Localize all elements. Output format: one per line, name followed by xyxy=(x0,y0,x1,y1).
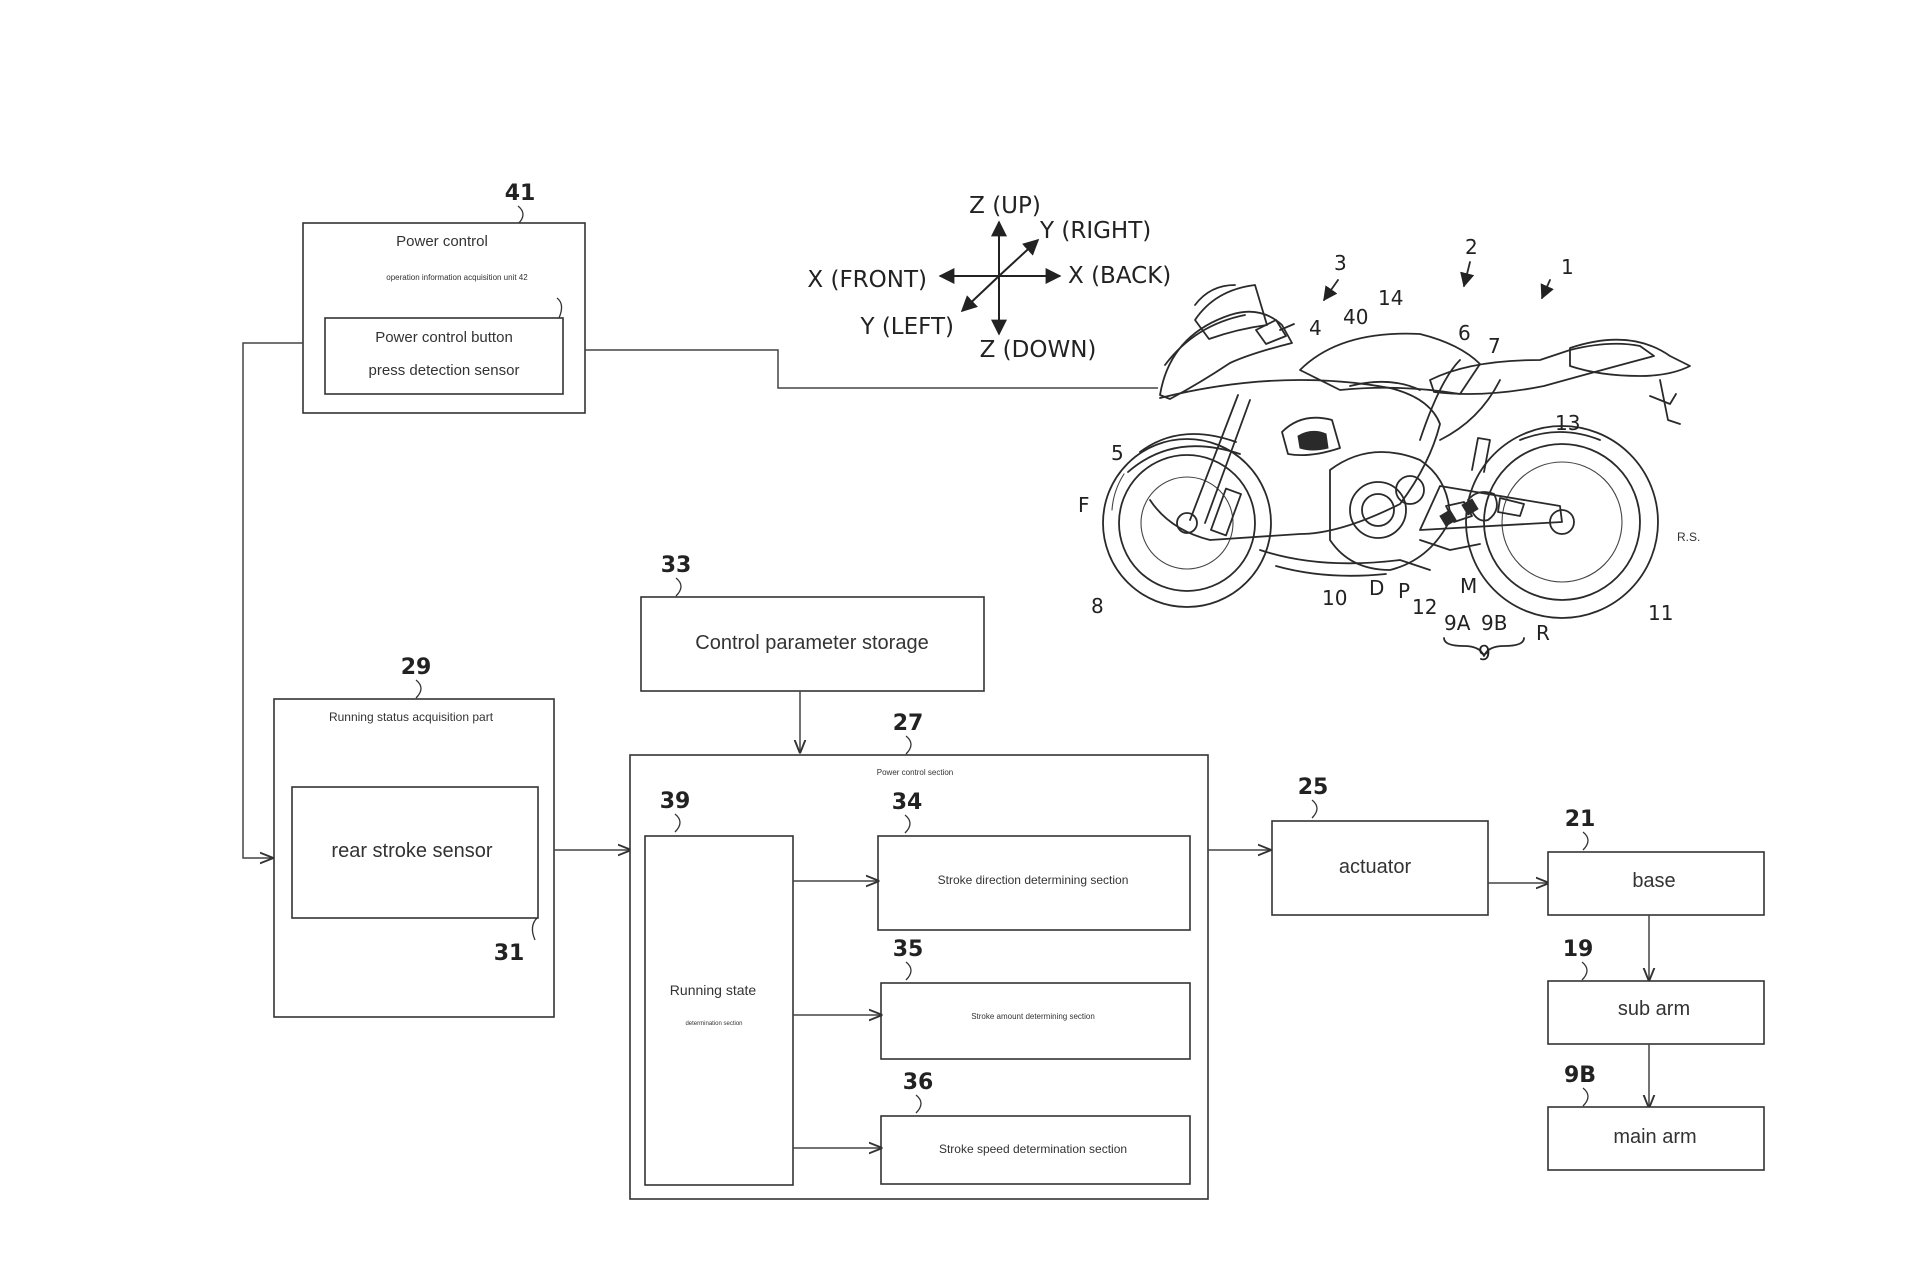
moto-label-14: 14 xyxy=(1378,286,1403,310)
moto-label-8: 8 xyxy=(1091,594,1104,618)
control-parameter-storage-label: Control parameter storage xyxy=(695,632,928,654)
ref-9b: 9B xyxy=(1564,1063,1596,1088)
ref-19: 19 xyxy=(1563,937,1594,962)
stroke-amount-label: Stroke amount determining section xyxy=(971,1012,1095,1021)
axis-x-front: X (FRONT) xyxy=(807,267,927,293)
control-parameter-storage-block: 33 Control parameter storage xyxy=(640,553,985,692)
moto-label-6: 6 xyxy=(1458,321,1471,345)
moto-label-1: 1 xyxy=(1561,255,1574,279)
actuator-label: actuator xyxy=(1339,856,1412,878)
ref-27: 27 xyxy=(893,711,924,736)
connector-41-to-29 xyxy=(242,342,303,858)
base-block: 21 base xyxy=(1547,807,1765,916)
ref-25: 25 xyxy=(1298,775,1329,800)
ref-31: 31 xyxy=(494,941,525,966)
moto-label-9b: 9B xyxy=(1481,611,1507,635)
moto-label-p: P xyxy=(1398,579,1410,603)
power-control-section-block: 27 Power control section 39 Running stat… xyxy=(629,711,1209,1200)
connector-41-to-motorcycle xyxy=(585,349,1158,389)
moto-label-2: 2 xyxy=(1465,235,1478,259)
axis-y-right: Y (RIGHT) xyxy=(1039,218,1151,244)
power-control-subtitle: operation information acquisition unit 4… xyxy=(386,273,528,282)
running-state-label: Running state xyxy=(670,982,757,998)
moto-label-5: 5 xyxy=(1111,441,1124,465)
moto-label-d: D xyxy=(1369,576,1384,600)
sub-arm-block: 19 sub arm xyxy=(1547,937,1765,1045)
ref-21: 21 xyxy=(1565,807,1596,832)
moto-label-rs: R.S. xyxy=(1677,530,1700,544)
axis-z-down: Z (DOWN) xyxy=(980,337,1097,363)
moto-label-f: F xyxy=(1078,493,1090,517)
motorcycle-labels: 1 2 3 4 40 14 6 7 5 F 13 R.S. 8 10 D P 1… xyxy=(1078,235,1700,665)
main-arm-block: 9B main arm xyxy=(1547,1063,1765,1171)
running-status-block: 29 Running status acquisition part rear … xyxy=(273,655,555,1018)
stroke-speed-label: Stroke speed determination section xyxy=(939,1142,1127,1156)
ref-36: 36 xyxy=(903,1070,934,1095)
base-label: base xyxy=(1632,870,1675,892)
moto-label-4: 4 xyxy=(1309,316,1322,340)
moto-label-40: 40 xyxy=(1343,305,1368,329)
power-control-title: Power control xyxy=(396,233,488,250)
power-button-sensor-box xyxy=(324,317,564,395)
stroke-direction-label: Stroke direction determining section xyxy=(938,873,1129,887)
moto-label-9a: 9A xyxy=(1444,611,1471,635)
axis-z-up: Z (UP) xyxy=(969,193,1041,219)
sub-arm-label: sub arm xyxy=(1618,998,1690,1020)
power-button-sensor-line1: Power control button xyxy=(375,329,513,346)
running-state-sublabel: determination section xyxy=(685,1021,742,1027)
moto-label-r: R xyxy=(1536,621,1550,645)
rear-stroke-sensor-box xyxy=(291,786,539,919)
running-status-title: Running status acquisition part xyxy=(329,710,494,724)
motorcycle-illustration xyxy=(1102,284,1691,619)
moto-label-7: 7 xyxy=(1488,334,1501,358)
moto-label-3: 3 xyxy=(1334,251,1347,275)
power-control-section-title: Power control section xyxy=(877,768,953,777)
ref-34: 34 xyxy=(892,790,923,815)
ref-39: 39 xyxy=(660,789,691,814)
axis-y-left: Y (LEFT) xyxy=(859,314,954,340)
main-arm-label: main arm xyxy=(1613,1126,1696,1148)
axis-x-back: X (BACK) xyxy=(1068,263,1171,289)
rear-stroke-sensor-label: rear stroke sensor xyxy=(331,840,493,862)
moto-label-9: 9 xyxy=(1478,641,1491,665)
moto-label-11: 11 xyxy=(1648,601,1673,625)
ref-35: 35 xyxy=(893,937,924,962)
moto-label-10: 10 xyxy=(1322,586,1347,610)
axis-indicator: Z (UP) Z (DOWN) X (FRONT) X (BACK) Y (RI… xyxy=(807,193,1171,363)
moto-label-m: M xyxy=(1460,574,1477,598)
ref-41: 41 xyxy=(505,181,536,206)
moto-label-12: 12 xyxy=(1412,595,1437,619)
ref-29: 29 xyxy=(401,655,432,680)
power-button-sensor-line2: press detection sensor xyxy=(369,362,520,379)
moto-label-13: 13 xyxy=(1555,411,1580,435)
ref-33: 33 xyxy=(661,553,692,578)
actuator-block: 25 actuator xyxy=(1271,775,1489,916)
power-control-block: 41 Power control operation information a… xyxy=(302,181,586,414)
